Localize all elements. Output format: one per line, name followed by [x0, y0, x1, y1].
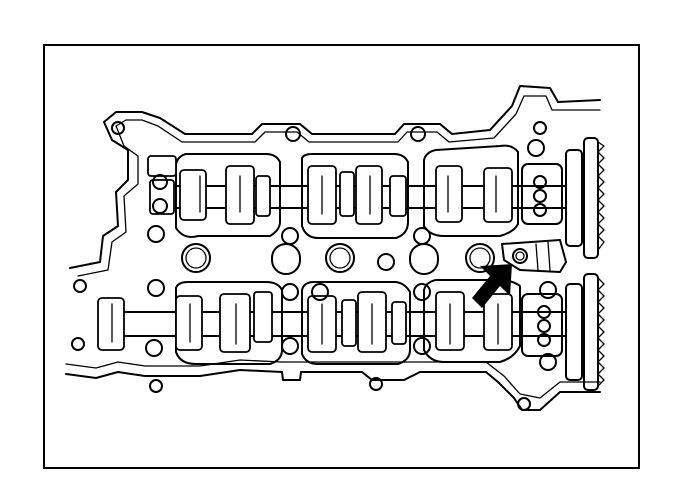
- lower-camshaft: [97, 291, 567, 353]
- cam-sprockets: [565, 137, 605, 391]
- bolt-holes: [71, 121, 547, 411]
- ocv-bracket: [501, 239, 567, 273]
- upper-camshaft: [147, 155, 567, 225]
- upper-head-inner-outline: [77, 95, 601, 277]
- end-bearing-caps: [521, 163, 563, 371]
- indicator-arrow: [472, 264, 512, 308]
- lower-head-inner-outline: [65, 359, 601, 399]
- upper-head-outline: [69, 85, 601, 269]
- lower-head-outline: [65, 369, 601, 411]
